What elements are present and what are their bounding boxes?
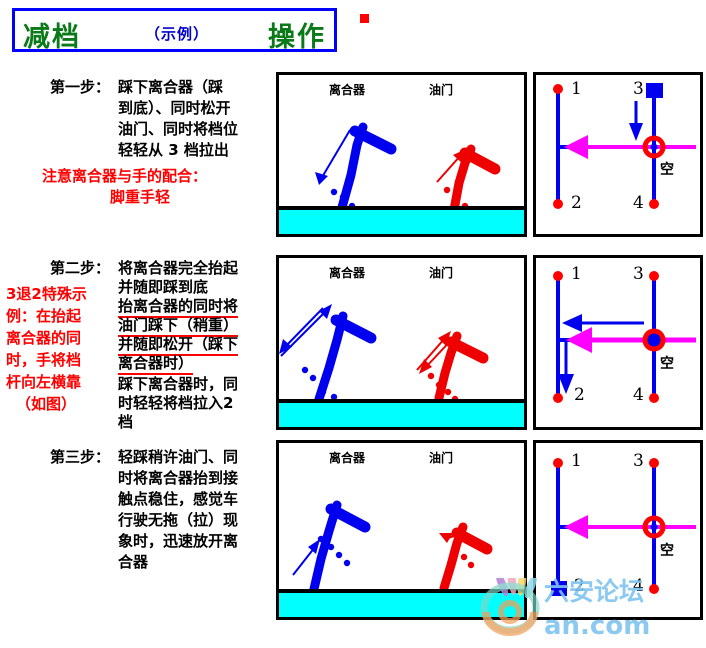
gear-pos-3: 3 [633,79,644,99]
step-3-line-1: 时将离合器抬到接 [118,469,239,487]
square-bullet-icon [360,14,369,23]
gear-neutral-label-2: 空 [660,356,674,372]
gear-move-down-arrow-icon [558,342,574,394]
step-1-text-column: 第一步： 踩下离合器（踩 到底）、同时松开 油门、同时将档位 轻轻从 3 档拉出… [0,72,272,237]
step-3-text-column: 第三步： 轻踩稍许油门、同 时将离合器抬到接 触点稳住，感觉车 行驶无拖（拉）现… [0,440,272,620]
gear-pos-3: 3 [633,451,644,471]
step-1-line-2: 油门、同时将档位 [118,120,239,138]
step-3-line-3: 行驶无拖（拉）现 [118,511,239,529]
step-1-line-0: 踩下离合器（踩 [118,78,224,96]
gas-label-2: 油门 [429,266,454,280]
gear-diagram-1 [553,83,696,209]
gear-pos-2: 2 [571,193,582,213]
gear-panel-3: 1 2 3 4 空 [533,440,703,620]
gear-pos-2: 2 [574,385,585,405]
gear-engaged-marker [551,581,567,596]
gas-down-arrow-icon [419,335,456,374]
gear-pos-4: 4 [633,576,644,596]
gear-diagram-3 [551,458,696,596]
step-2-sidenote-4: 杆向左横靠 [6,373,82,391]
step-2-line-4: 并随即松开（踩下 [118,333,239,356]
step-3-label: 第三步： [50,448,111,466]
pedal-panel-3: 离合器 油门 [276,440,527,620]
gear-pos-4: 4 [633,193,644,213]
gas-label-3: 油门 [429,451,454,465]
step-row-3: 第三步： 轻踩稍许油门、同 时将离合器抬到接 触点稳住，感觉车 行驶无拖（拉）现… [0,440,706,620]
page-title-right: 操作 [268,22,326,53]
page-title-left: 减档 [23,22,81,53]
step-2-sidenote-0: 3退2特殊示 [6,285,87,303]
gear-pos-1: 1 [571,451,582,471]
neutral-marker-icon [642,328,666,352]
clutch-pedal-icon [309,500,371,594]
clutch-pedal-icon [330,122,397,216]
step-2-line-6: 踩下离合器时，同 [118,375,239,393]
gear-pos-1: 1 [571,79,582,99]
gear-panel-1: 1 2 3 4 空 [533,72,703,237]
gear-pos-2: 2 [574,576,585,596]
clutch-label-2: 离合器 [329,266,366,280]
step-2-sidenote-5: （如图） [16,395,77,413]
step-2-line-1: 并随即踩到底 [118,278,209,296]
shift-path-arrow-icon [564,515,696,539]
step-2-sidenote-1: 例：在抬起 [6,307,82,325]
step-row-2: 第二步： 将离合器完全抬起 并随即踩到底 抬离合器的同时将 油门踩下（稍重） 并… [0,255,706,431]
step-1-label: 第一步： [50,78,111,96]
gas-left-arrow-icon [439,533,458,543]
step-2-line-8: 档 [118,413,134,431]
gear-panel-2: 1 2 3 4 空 [533,255,703,430]
neutral-marker-icon [642,135,666,159]
step-2-sidenote-3: 时，手将档 [6,351,82,369]
shift-path-arrow-icon [564,135,696,159]
step-3-line-4: 象时，迅速放开离 [118,532,239,550]
pedal-panel-2: 离合器 油门 [276,255,527,430]
gear-start-marker [646,83,663,98]
step-2-line-3: 油门踩下（稍重） [118,314,239,337]
step-1-line-3: 轻轻从 3 档拉出 [118,141,229,159]
step-1-note-1: 脚重手轻 [110,188,171,206]
clutch-label-3: 离合器 [329,451,366,465]
step-3-line-5: 合器 [118,553,149,571]
step-3-line-2: 触点稳住，感觉车 [118,490,239,508]
pedal-diagram-3 [292,500,493,594]
gear-neutral-label-1: 空 [660,162,674,178]
shift-path-arrow-icon [566,327,696,353]
gear-pos-1: 1 [571,264,582,284]
gear-diagram-2 [553,271,696,403]
clutch-down-arrow-icon [279,307,324,354]
step-2-sidenote-2: 离合器的同 [6,329,82,347]
gear-pos-3: 3 [633,264,644,284]
step-2-line-7: 时轻轻将档拉入2 [118,394,234,412]
floor-bar-1 [279,206,524,234]
gear-move-left-arrow-icon [562,314,644,332]
gas-up-arrow-icon [416,331,451,371]
title-box: 减档 （示例） 操作 [12,8,337,53]
gas-up-arrow-icon [436,149,466,183]
gas-pedal-icon [439,522,493,593]
neutral-marker-icon [642,515,666,539]
gear-pos-4: 4 [633,385,644,405]
pedal-panel-1: 离合器 油门 [276,72,527,237]
floor-bar-3 [279,589,524,617]
step-1-note-0: 注意离合器与手的配合： [42,167,208,185]
step-row-1: 第一步： 踩下离合器（踩 到底）、同时松开 油门、同时将档位 轻轻从 3 档拉出… [0,72,706,237]
gas-label-1: 油门 [429,83,454,97]
clutch-up-arrow-icon [292,539,320,576]
step-2-line-5: 离合器时） [118,352,194,375]
clutch-down-arrow-icon [315,129,351,185]
clutch-pedal-icon [301,311,377,404]
clutch-label-1: 离合器 [329,83,366,97]
step-2-text-column: 第二步： 将离合器完全抬起 并随即踩到底 抬离合器的同时将 油门踩下（稍重） 并… [0,255,272,431]
page-title-example: （示例） [145,25,210,43]
gear-neutral-label-3: 空 [660,543,674,559]
gas-pedal-icon [427,331,489,403]
step-2-label: 第二步： [50,259,111,277]
step-2-line-0: 将离合器完全抬起 [118,259,239,277]
gear-down-arrow-icon [629,101,643,141]
step-2-line-2: 抬离合器的同时将 [118,295,239,318]
step-3-line-0: 轻踩稍许油门、同 [118,448,239,466]
step-1-line-1: 到底）、同时松开 [118,99,231,117]
floor-bar-2 [279,399,524,427]
